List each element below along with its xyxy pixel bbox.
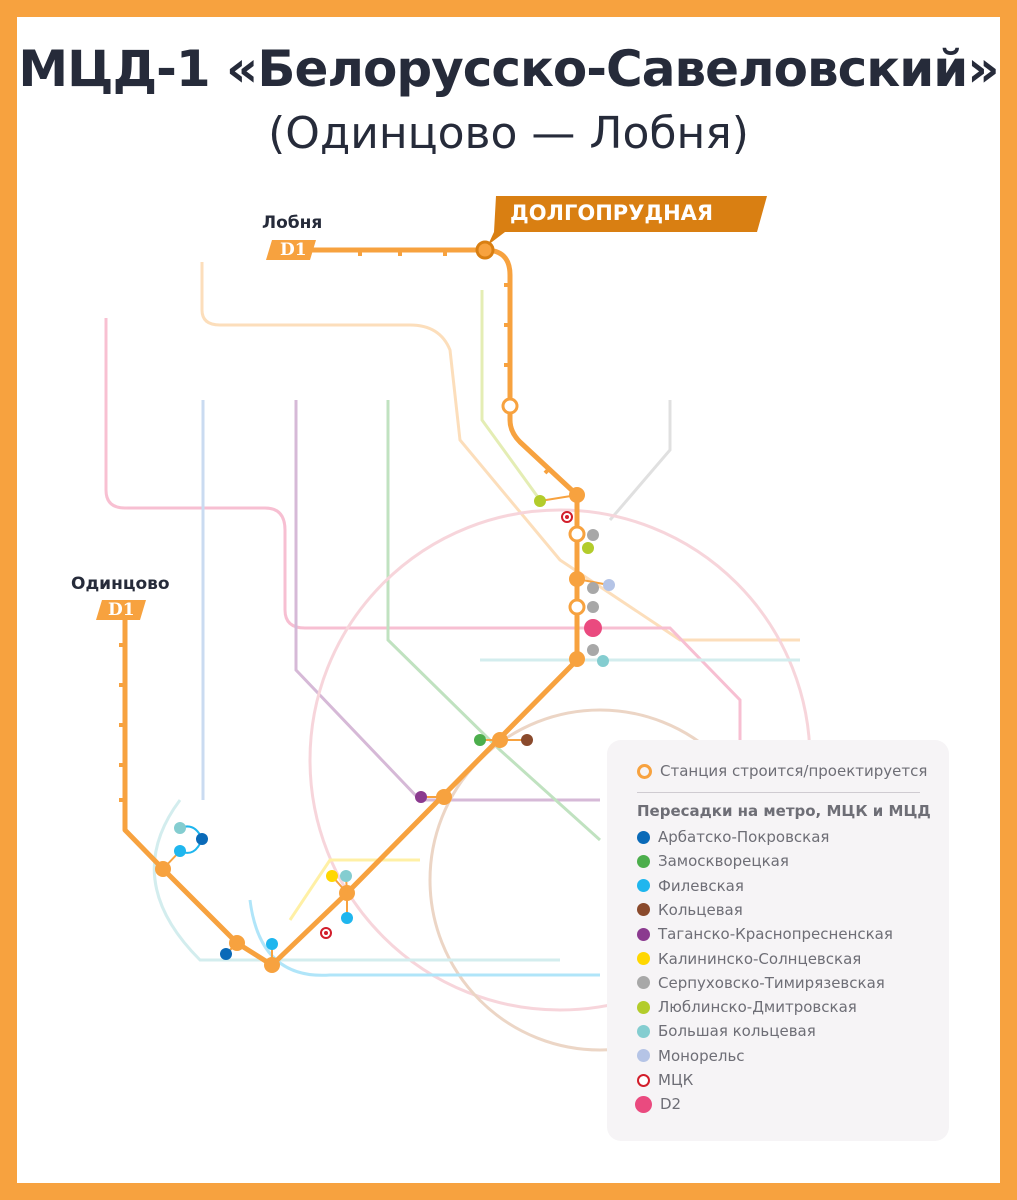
legend-dot-icon	[637, 1000, 650, 1014]
lobnya-label: Лобня	[262, 213, 323, 233]
lobnya-d1: D1	[280, 240, 307, 260]
legend-dot-icon	[637, 830, 650, 844]
legend-dot-icon	[635, 1095, 652, 1113]
lobnya-badge	[266, 240, 316, 260]
legend-item: Арбатско-Покровская	[637, 828, 829, 846]
legend-dot-icon	[637, 952, 650, 965]
legend-dot-icon	[637, 903, 650, 917]
legend-item: Монорельс	[637, 1047, 745, 1065]
line-ticks	[119, 250, 552, 802]
legend-dot-icon	[637, 976, 650, 990]
legend-item: Замоскворецкая	[637, 852, 789, 870]
legend-dot-icon	[637, 1024, 650, 1038]
odintsovo-d1: D1	[108, 600, 135, 620]
hollow-circle-icon	[637, 763, 652, 779]
legend-item: Большая кольцевая	[637, 1022, 816, 1040]
dolgoprudnaya-callout	[488, 196, 767, 245]
legend-header: Пересадки на метро, МЦК и МЦД	[637, 802, 931, 820]
legend-divider	[637, 792, 920, 793]
legend-item: D2	[635, 1095, 681, 1113]
legend-dot-icon	[637, 879, 650, 893]
legend-item: Филевская	[637, 877, 744, 895]
legend-construction: Станция строится/проектируется	[637, 762, 927, 780]
transfer-dots	[174, 495, 615, 960]
legend-dot-icon	[637, 854, 650, 868]
dolgoprudnaya-label: ДОЛГОПРУДНАЯ	[510, 201, 714, 225]
legend-item: Кольцевая	[637, 901, 743, 919]
transfers	[162, 494, 610, 965]
legend-item: Серпуховско-Тимирязевская	[637, 974, 885, 992]
planned-stations	[501, 397, 586, 616]
legend: Станция строится/проектируется Пересадки…	[607, 740, 949, 1141]
map-subtitle: (Одинцово — Лобня)	[268, 108, 749, 159]
d1-line	[122, 247, 580, 968]
legend-item: Таганско-Краснопресненская	[637, 925, 893, 943]
odintsovo-badge	[96, 600, 146, 620]
legend-item: МЦК	[637, 1071, 693, 1089]
dolgoprudnaya-station	[475, 240, 495, 260]
legend-item: Люблинско-Дмитровская	[637, 998, 857, 1016]
legend-dot-icon	[637, 1073, 650, 1087]
legend-dot-icon	[637, 1049, 650, 1063]
odintsovo-label: Одинцово	[71, 574, 170, 594]
map-title: МЦД-1 «Белорусско-Савеловский»	[18, 40, 999, 98]
legend-dot-icon	[637, 927, 650, 941]
legend-item: Калининско-Солнцевская	[637, 950, 861, 968]
